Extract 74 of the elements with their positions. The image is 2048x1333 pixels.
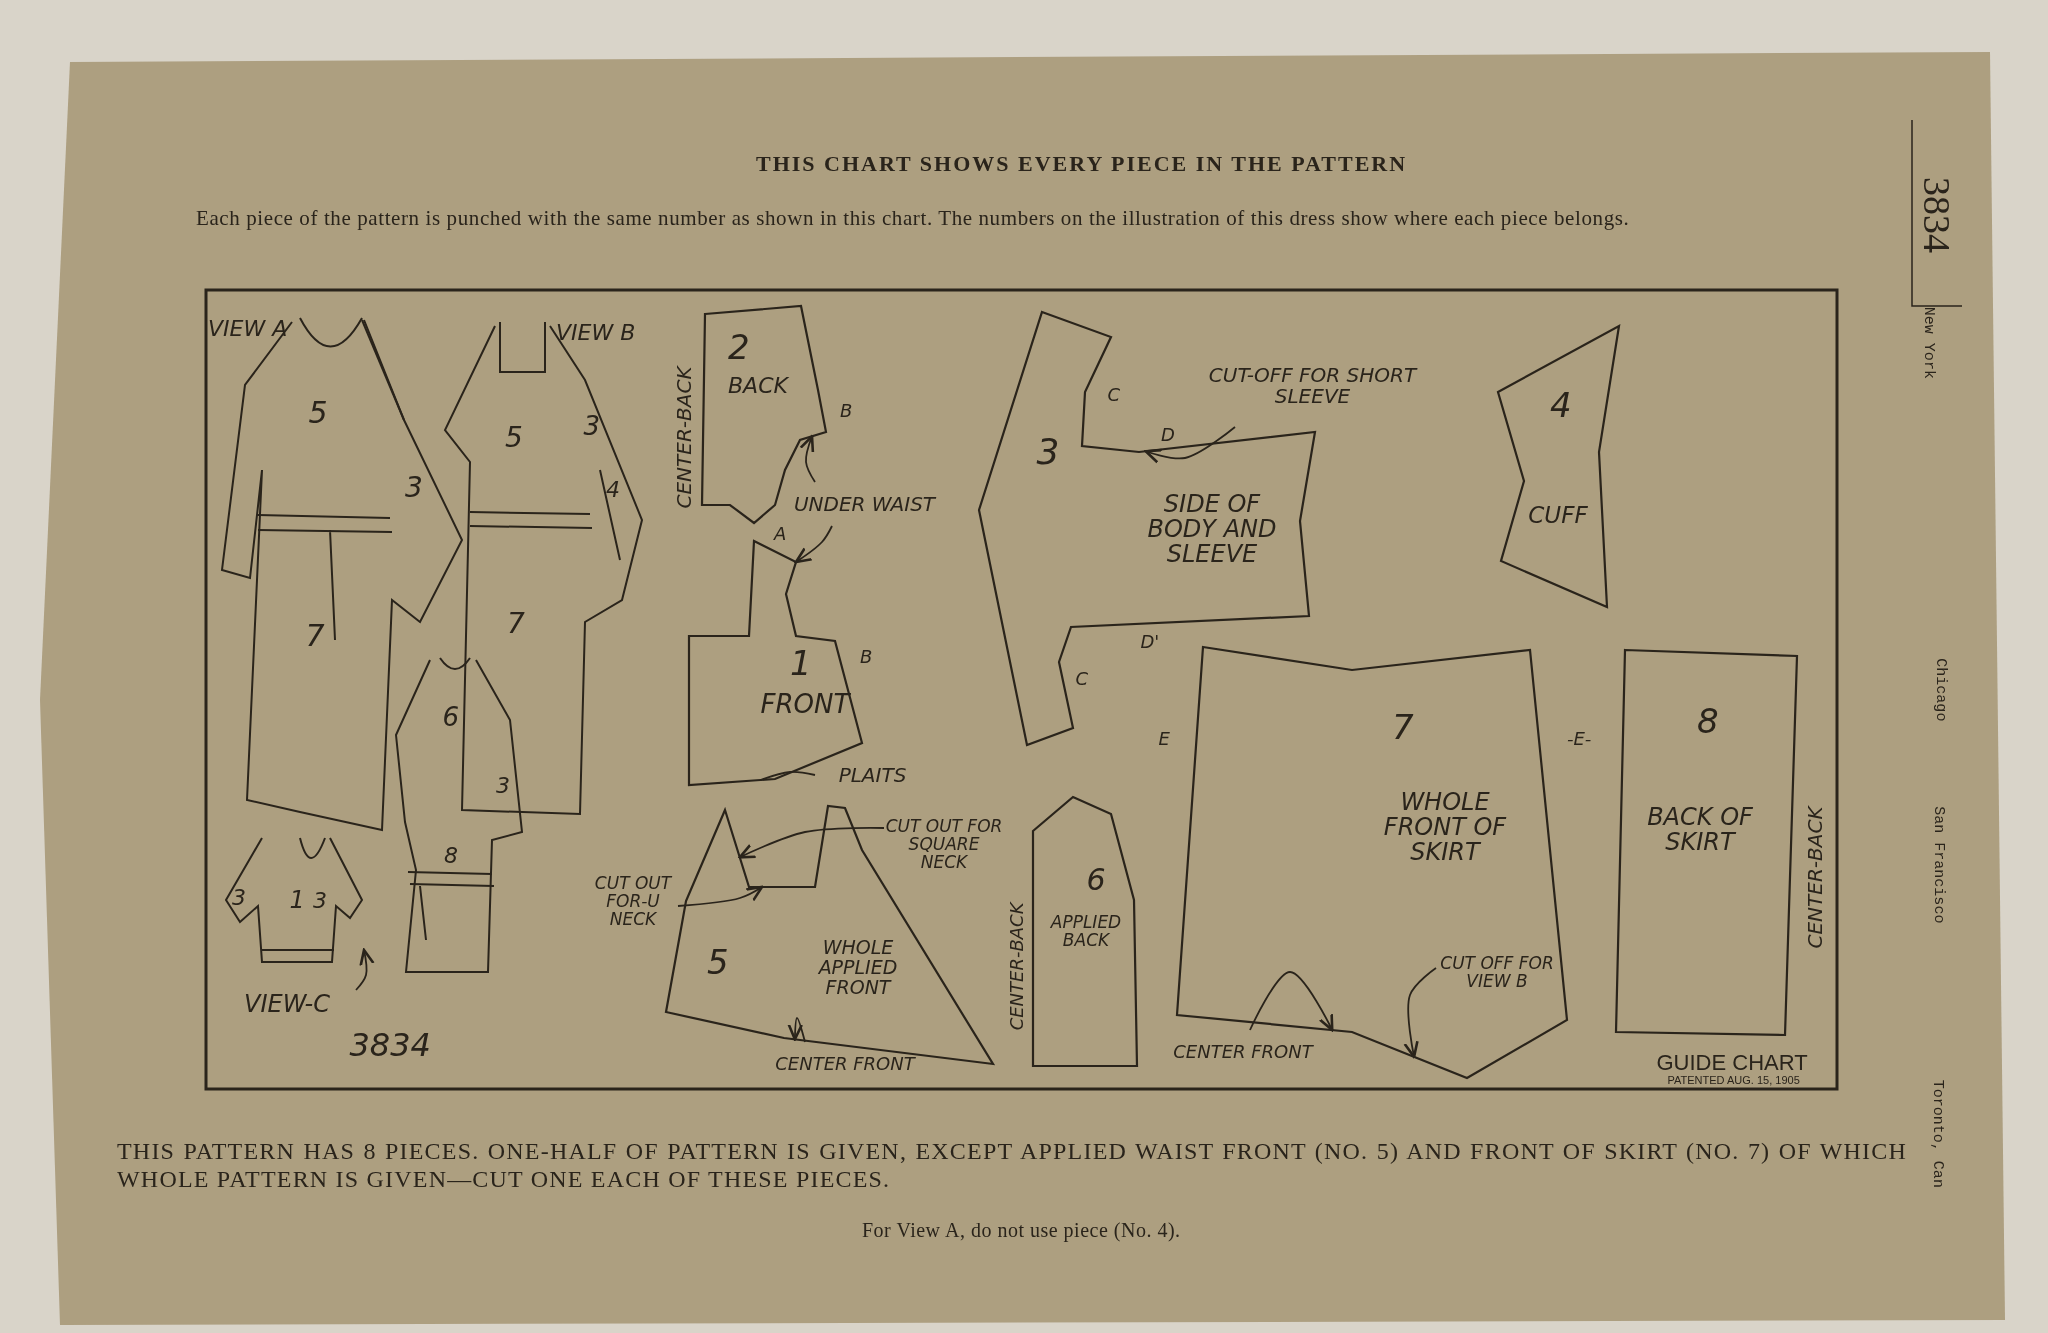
chart-label: GUIDE CHART bbox=[1656, 1050, 1808, 1074]
city-name: Chicago bbox=[1932, 658, 1949, 722]
leader-line bbox=[1249, 971, 1334, 1032]
piece-number: 8 bbox=[444, 843, 458, 867]
patent-note: PATENTED AUG. 15, 1905 bbox=[1667, 1075, 1800, 1087]
piece-number: 3 bbox=[1036, 433, 1060, 471]
piece-number: 8 bbox=[1697, 704, 1719, 740]
leader-line bbox=[355, 948, 375, 991]
piece-number: 6 bbox=[442, 703, 460, 731]
leader-line bbox=[738, 826, 885, 859]
notch-letter: A bbox=[774, 524, 787, 544]
city-name: San Francisco bbox=[1930, 806, 1946, 924]
view-label: VIEW A bbox=[208, 316, 289, 340]
piece-number: 2 bbox=[728, 330, 750, 366]
piece-number: 1 bbox=[289, 887, 305, 913]
leader-line bbox=[677, 885, 764, 907]
piece-number: 4 bbox=[1550, 388, 1572, 424]
view-label: VIEW B bbox=[556, 320, 637, 344]
notch-letter: E bbox=[1158, 729, 1170, 749]
callout-label: CENTER FRONT bbox=[1172, 1030, 1314, 1074]
piece-number: 3 bbox=[232, 885, 246, 909]
piece-name: FRONT bbox=[759, 690, 852, 718]
piece-number: 1 bbox=[790, 646, 812, 682]
callout-label: CENTER FRONT bbox=[775, 1042, 915, 1086]
piece-name: BACK bbox=[727, 373, 790, 397]
callout-label: VIEW-C bbox=[212, 990, 362, 1020]
usage-note: For View A, do not use piece (No. 4). bbox=[862, 1219, 1181, 1241]
callout-label: CUT-OFF FOR SHORT SLEEVE bbox=[1200, 345, 1425, 427]
city-name: Toronto, Can bbox=[1928, 1079, 1945, 1188]
leader-line bbox=[1144, 426, 1236, 464]
pieces-note: THIS PATTERN HAS 8 PIECES. ONE-HALF OF PATTERN IS GIVEN, EXCEPT APPLIED WAIST FRONT (NO. 5) AND FRONT OF SKIRT (NO. 7) OF WHICH WHOLE PATTERN IS GIVEN—CUT ONE EACH OF THESE PIECES. bbox=[117, 1138, 1907, 1194]
piece-number: 5 bbox=[707, 945, 729, 981]
piece-number: 7 bbox=[507, 608, 525, 638]
notch-letter: -E- bbox=[1567, 729, 1592, 749]
piece-number: 3 bbox=[405, 472, 423, 502]
notch-letter: D bbox=[1161, 425, 1175, 445]
piece-number: 4 bbox=[606, 477, 620, 501]
leader-line bbox=[799, 435, 816, 483]
city-name: New York bbox=[1919, 306, 1936, 379]
callout-label: CUT OUT FOR SQUARE NECK bbox=[884, 810, 1004, 880]
style-number: 3834 bbox=[349, 1029, 431, 1063]
leader-line bbox=[1403, 967, 1437, 1059]
piece-name: WHOLE APPLIED FRONT bbox=[817, 938, 899, 998]
vertical-label: CENTER-BACK bbox=[1008, 902, 1028, 1030]
notch-letter: D' bbox=[1140, 632, 1160, 652]
vertical-label: CENTER-BACK bbox=[673, 366, 695, 508]
piece-number: 7 bbox=[305, 620, 325, 652]
notch-letter: C bbox=[1107, 385, 1121, 405]
callout-label: CUT OFF FOR VIEW B bbox=[1436, 940, 1558, 1006]
piece-name: WHOLE FRONT OF SKIRT bbox=[1382, 790, 1508, 866]
notch-letter: B bbox=[840, 401, 853, 421]
piece-number: 5 bbox=[505, 422, 523, 452]
leader-line bbox=[794, 525, 833, 564]
intro-paragraph: Each piece of the pattern is punched with the same number as shown in this chart. The numbers on the illustration of this dress show where each piece belongs. bbox=[195, 207, 1631, 231]
piece-number: 3 bbox=[496, 773, 510, 797]
piece-name: CUFF bbox=[1527, 503, 1589, 528]
leader-line bbox=[759, 771, 816, 781]
piece-name: BACK OF SKIRT bbox=[1646, 805, 1754, 856]
leader-line bbox=[787, 1017, 806, 1043]
piece-number: 3 bbox=[313, 888, 327, 912]
piece-name: APPLIED BACK bbox=[1049, 914, 1123, 950]
callout-label: CUT OUT FOR-U NECK bbox=[588, 860, 678, 944]
notch-letter: B bbox=[860, 647, 873, 667]
notch-letter: C bbox=[1075, 669, 1089, 689]
piece-number: 7 bbox=[1392, 710, 1414, 746]
callout-label: PLAITS bbox=[815, 762, 930, 788]
piece-number: 6 bbox=[1086, 864, 1106, 896]
callout-label: UNDER WAIST bbox=[792, 482, 937, 526]
piece-number: 3 bbox=[583, 412, 601, 440]
piece-name: SIDE OF BODY AND SLEEVE bbox=[1146, 492, 1278, 568]
chart-title: THIS CHART SHOWS EVERY PIECE IN THE PATTERN bbox=[756, 151, 1408, 175]
piece-number: 5 bbox=[308, 397, 328, 429]
vertical-label: CENTER-BACK bbox=[1804, 806, 1826, 948]
pattern-number: 3834 bbox=[1916, 176, 1956, 253]
